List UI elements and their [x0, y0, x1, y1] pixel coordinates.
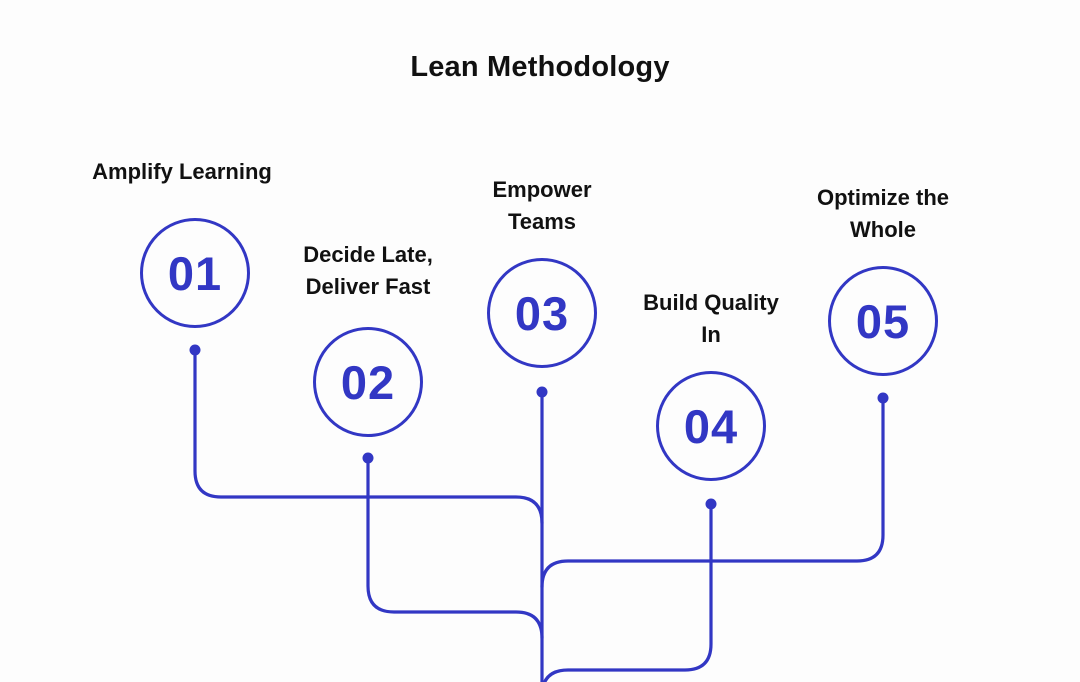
- connector-step4: [543, 502, 713, 682]
- step-label-3: Empower Teams: [492, 177, 592, 234]
- connector-step2: [366, 456, 544, 640]
- step-number-5: 05: [855, 294, 911, 348]
- connector-dot-step4: [705, 498, 717, 510]
- connector-dot-step5: [877, 392, 889, 404]
- step-number-2: 02: [340, 355, 396, 409]
- step-label-2: Decide Late, Deliver Fast: [303, 242, 433, 299]
- step-number-3: 03: [514, 286, 570, 340]
- step-label-1: Amplify Learning: [92, 159, 272, 184]
- step-number-1: 01: [167, 246, 223, 300]
- step-number-4: 04: [683, 399, 739, 453]
- connector-dot-step2: [362, 452, 374, 464]
- step-circle-1: 01: [140, 218, 250, 328]
- connector-dot-step3: [536, 386, 548, 398]
- connector-step1: [193, 348, 544, 525]
- page-title: Lean Methodology: [410, 51, 670, 83]
- step-label-5: Optimize the Whole: [816, 185, 950, 242]
- connector-dot-step1: [189, 344, 201, 356]
- step-label-4: Build Quality In: [643, 290, 779, 347]
- step-circle-2: 02: [313, 327, 423, 437]
- connector-step5: [540, 396, 885, 589]
- step-circle-4: 04: [656, 371, 766, 481]
- step-circle-3: 03: [487, 258, 597, 368]
- step-circle-5: 05: [828, 266, 938, 376]
